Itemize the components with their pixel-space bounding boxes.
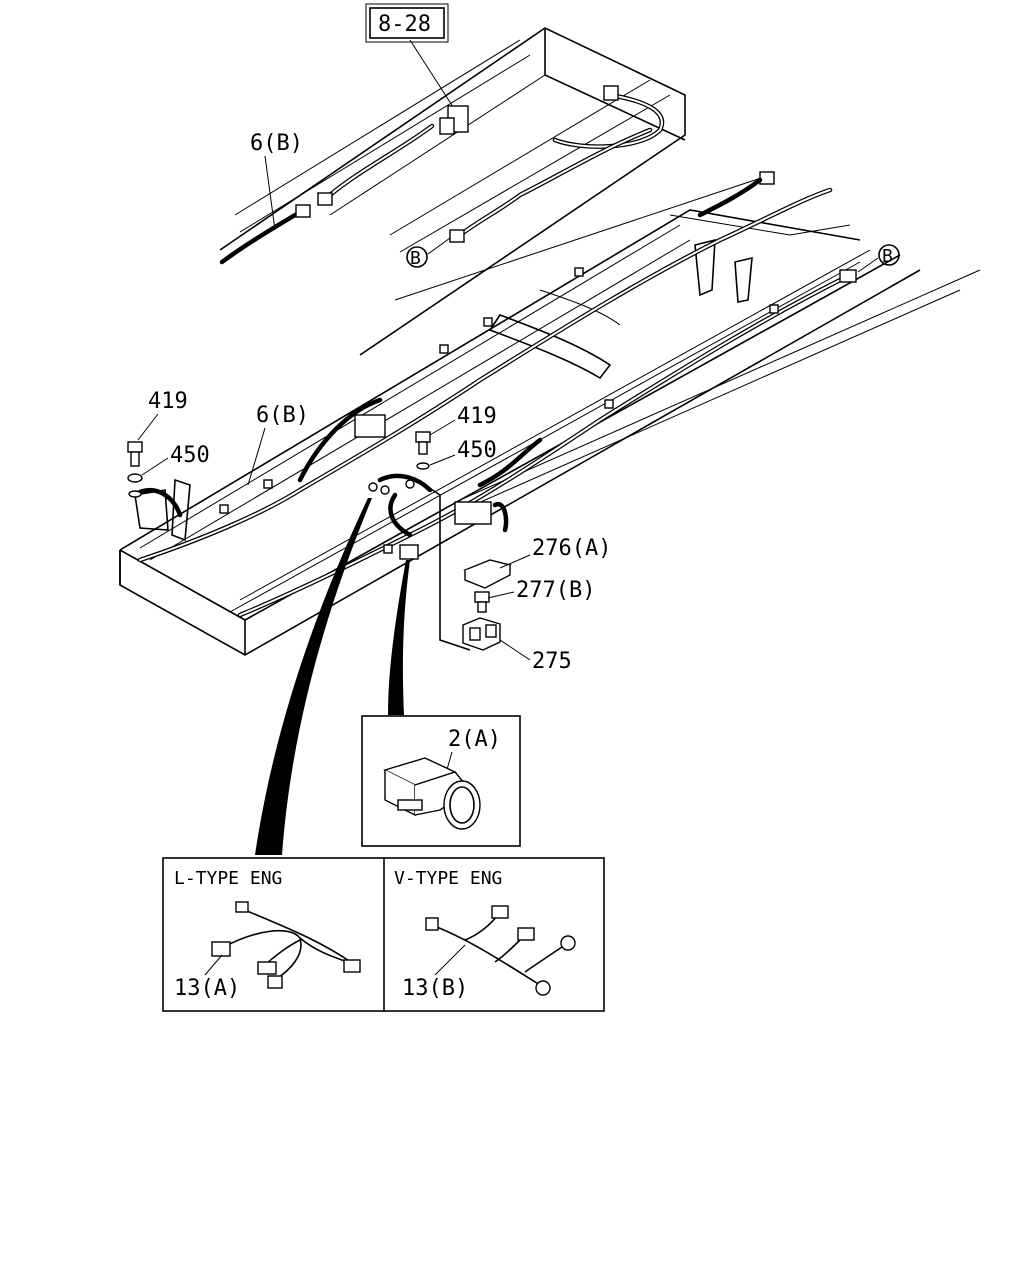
- relay-assembly: [462, 559, 512, 651]
- ref-8-28-label: 8-28: [378, 12, 431, 37]
- part-276a-label: 276(A): [532, 536, 611, 561]
- part-13b-label: 13(B): [402, 976, 468, 1001]
- v-type-harness: [425, 905, 576, 996]
- main-harness: [137, 171, 857, 618]
- circle-b-left: B: [406, 246, 428, 269]
- part-6b-top-label: 6(B): [250, 131, 303, 156]
- center-connectors: [368, 431, 543, 651]
- part-450-right-label: 450: [457, 438, 497, 463]
- part-419-right-label: 419: [457, 404, 497, 429]
- l-type-harness: [211, 901, 361, 989]
- part-6b-mid-label: 6(B): [256, 403, 309, 428]
- v-type-title: V-TYPE ENG: [394, 868, 502, 889]
- part-2a-label: 2(A): [448, 727, 501, 752]
- part-450-left-label: 450: [170, 443, 210, 468]
- l-type-title: L-TYPE ENG: [174, 868, 282, 889]
- svg-text:B: B: [882, 246, 893, 267]
- detail-2a-panel: 2(A): [361, 715, 521, 847]
- part-275-label: 275: [532, 649, 572, 674]
- part-277b-label: 277(B): [516, 578, 595, 603]
- part-419-left-label: 419: [148, 389, 188, 414]
- upper-harness: [219, 85, 665, 265]
- upper-tray: [219, 27, 686, 356]
- left-bracket: [127, 441, 191, 542]
- part-13a-label: 13(A): [174, 976, 240, 1001]
- callout-pointers: [255, 498, 410, 855]
- engine-type-panels: L-TYPE ENG V-TYPE ENG 13(A): [162, 857, 605, 1012]
- reference-8-28[interactable]: 8-28: [365, 3, 449, 43]
- svg-text:B: B: [410, 248, 421, 269]
- circle-b-right: B: [878, 244, 900, 267]
